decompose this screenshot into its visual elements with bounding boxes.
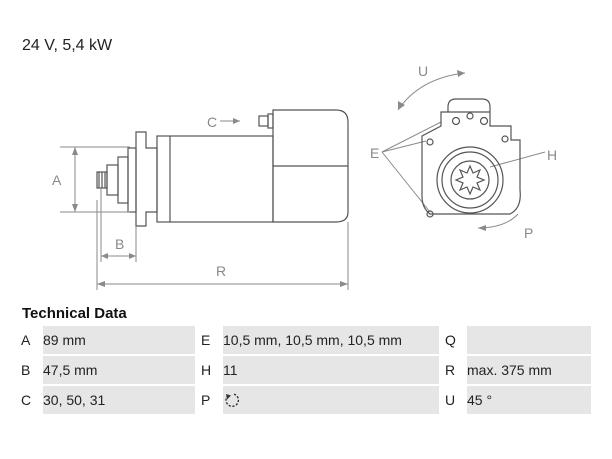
label-a: A: [52, 172, 62, 188]
label-c: C: [207, 114, 217, 130]
spec-value-rotation: [223, 385, 439, 415]
spec-value: 10,5 mm, 10,5 mm, 10,5 mm: [223, 326, 439, 355]
spec-value: 89 mm: [43, 326, 195, 355]
spec-voltage-power: 24 V, 5,4 kW: [22, 37, 113, 54]
solenoid: [272, 109, 349, 223]
spec-key: U: [445, 385, 467, 415]
label-e: E: [370, 145, 379, 161]
spec-value: 47,5 mm: [43, 355, 195, 385]
motor-body: [156, 135, 274, 223]
spec-key: Q: [445, 326, 467, 355]
terminal: [258, 115, 269, 127]
spec-value: 30, 50, 31: [43, 385, 195, 415]
spec-key: E: [201, 326, 223, 355]
spec-key: H: [201, 355, 223, 385]
spec-value: max. 375 mm: [467, 355, 591, 385]
spec-key: P: [201, 385, 223, 415]
label-p: P: [524, 225, 533, 241]
label-h: H: [547, 147, 557, 163]
spec-key: C: [21, 385, 43, 415]
spec-key: A: [21, 326, 43, 355]
label-u: U: [418, 63, 428, 79]
table-row: C 30, 50, 31 P U 45 °: [21, 385, 591, 415]
spec-key: B: [21, 355, 43, 385]
pinion-shaft: [96, 147, 137, 213]
starter-motor-drawing: A B C R U E H P: [52, 63, 557, 290]
rotation-direction-icon: [225, 393, 240, 408]
table-row: B 47,5 mm H 11 R max. 375 mm: [21, 355, 591, 385]
technical-data-table: A 89 mm E 10,5 mm, 10,5 mm, 10,5 mm Q B …: [21, 326, 591, 416]
spec-key: R: [445, 355, 467, 385]
label-b: B: [115, 236, 124, 252]
mounting-flange: [135, 131, 158, 227]
table-row: A 89 mm E 10,5 mm, 10,5 mm, 10,5 mm Q: [21, 326, 591, 355]
front-view: [421, 98, 521, 218]
label-r: R: [216, 263, 226, 279]
spec-value: 45 °: [467, 385, 591, 415]
technical-data-title: Technical Data: [22, 305, 127, 322]
spec-value: [467, 326, 591, 355]
spec-value: 11: [223, 355, 439, 385]
